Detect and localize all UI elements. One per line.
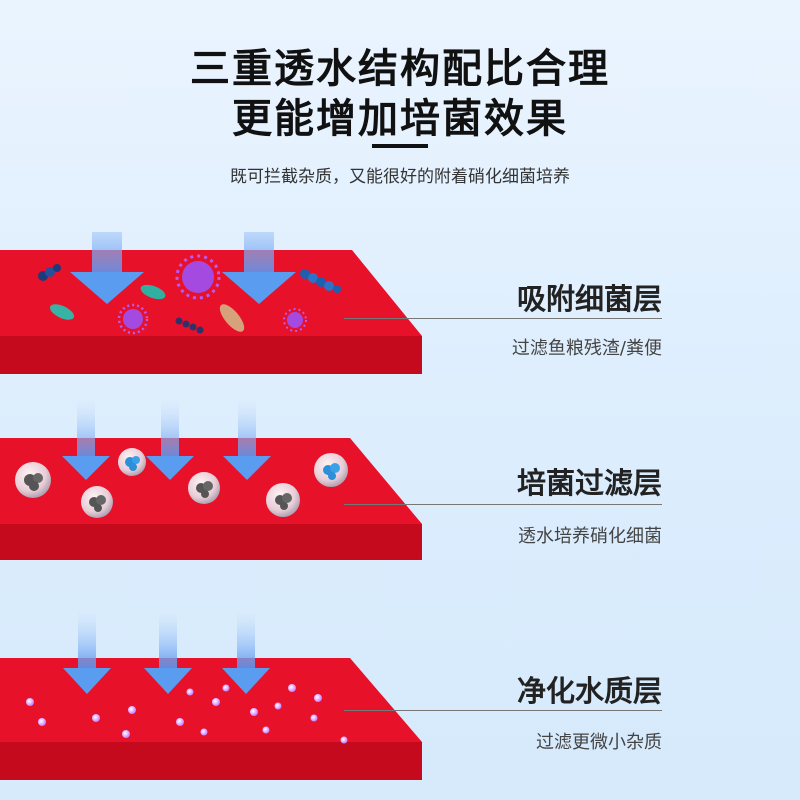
page-title-line1: 三重透水结构配比合理	[190, 46, 610, 92]
layer-adsorption: 吸附细菌层 过滤鱼粮残渣/粪便	[0, 232, 800, 382]
layer-desc-3: 过滤更微小杂质	[536, 732, 662, 753]
layer-name-3: 净化水质层	[516, 674, 662, 708]
sponge-slab-3	[0, 610, 422, 780]
page-title-line2: 更能增加培菌效果	[232, 96, 568, 142]
layer-divider-1	[344, 318, 662, 319]
sponge-slab-2	[0, 400, 422, 560]
layer-cultivation: 培菌过滤层 透水培养硝化细菌	[0, 400, 800, 570]
water-flow-arrow-icon	[223, 400, 271, 480]
bacteria-bubble-icon	[15, 448, 348, 518]
water-flow-arrow-icon	[222, 232, 296, 304]
title-divider	[372, 144, 428, 148]
water-flow-arrow-icon	[146, 400, 194, 480]
water-flow-arrow-icon	[70, 232, 144, 304]
layer-divider-3	[344, 710, 662, 711]
water-flow-arrow-icon	[63, 610, 111, 694]
layer-divider-2	[344, 504, 662, 505]
layer-name-2: 培菌过滤层	[516, 466, 662, 500]
page-subtitle: 既可拦截杂质，又能很好的附着硝化细菌培养	[230, 167, 570, 187]
bacteria-icon	[38, 264, 341, 334]
virus-icon	[117, 254, 307, 335]
layer-desc-1: 过滤鱼粮残渣/粪便	[511, 338, 662, 359]
layer-name-1: 吸附细菌层	[516, 282, 662, 316]
layer-purification: 净化水质层 过滤更微小杂质	[0, 610, 800, 790]
water-flow-arrow-icon	[144, 610, 192, 694]
particle-dot-icon	[26, 684, 348, 744]
sponge-slab-1	[0, 232, 422, 374]
water-flow-arrow-icon	[222, 610, 270, 694]
water-flow-arrow-icon	[62, 400, 110, 480]
layer-desc-2: 透水培养硝化细菌	[518, 526, 662, 547]
